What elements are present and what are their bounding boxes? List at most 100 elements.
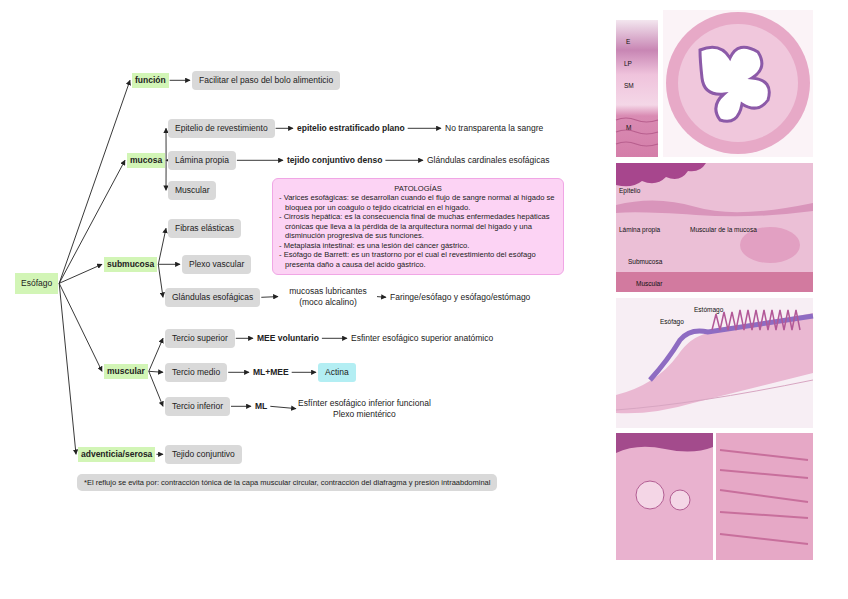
node-text: *El reflujo se evita por: contracción tó… [84,478,490,487]
node-text: Actina [325,367,349,378]
connector-arrow [231,406,251,407]
connector-arrow [59,80,130,283]
muscle-band [616,272,813,292]
result-text: Glándulas cardinales esofágicas [425,154,551,167]
micrograph-label: M [626,124,631,131]
link-text: MEE voluntario [255,332,321,345]
node-text: Tercio superior [172,333,228,344]
node-text: PATOLOGÍAS [279,184,557,193]
node-text: mucosa [130,155,162,166]
node-text: mucosas lubricantes (moco alcalino) [282,286,374,307]
connector-arrow [236,338,253,339]
connector-arrow [237,160,283,161]
lamina-propria-band [616,200,813,216]
connector-arrow [149,338,163,371]
epithelium-band [616,163,706,186]
micrograph-label: Muscular de la mucosa [690,226,757,233]
node-body-text: Plexo mientérico [298,409,431,420]
node-text: Glándulas esofágicas [172,292,253,303]
node-text: Esófago [21,278,52,289]
concept-box: Tercio inferior [165,397,230,416]
connector-arrow [166,128,167,160]
node-body-text: - Varices esofágicas: se desarrollan cua… [279,193,557,212]
connector-arrow [292,372,316,373]
root-box: Esófago [15,273,58,294]
category-label: función [132,73,169,88]
connector-arrow [166,160,167,190]
link-text: tejido conjuntivo denso [285,154,384,167]
result-text: Esfínter esofágico inferior funcionalPle… [298,398,431,419]
connector-arrow [149,371,163,372]
panel-ground [616,298,813,428]
connector-arrow [385,160,423,161]
result-text: mucosas lubricantes (moco alcalino) [280,285,376,308]
micrograph-label: Submucosa [628,258,662,265]
node-body-text: - Esófago de Barrett: es un trastorno po… [279,250,557,269]
node-text: ML+MEE [253,367,289,378]
category-label: mucosa [127,153,165,168]
highlight-box: Actina [318,363,356,382]
concept-box: Tercio medio [165,363,227,382]
node-text: Tercio inferior [172,401,223,412]
concept-box: Facilitar el paso del bolo alimenticio [192,71,340,90]
concept-box: Tejido conjuntivo [165,445,242,464]
link-text: epitelio estratificado plano [295,122,407,135]
concept-box: Tercio superior [165,329,235,348]
node-text: Glándulas cardinales esofágicas [427,155,549,166]
node-body-text: - Cirrosis hepática: es la consecuencia … [279,212,557,240]
connector-arrow [377,296,386,298]
node-text: Tercio medio [172,367,220,378]
concept-box: Glándulas esofágicas [165,288,260,307]
node-text: tejido conjuntivo denso [287,155,382,166]
connector-arrow [59,283,102,371]
node-text: submucosa [107,259,154,270]
result-text: Esfinter esofágico superior anatómico [349,332,495,345]
concept-box: Lámina propia [168,151,236,170]
node-text: muscular [107,366,145,377]
gastric-glands [712,310,800,330]
node-body-text: - Metaplasia intestinal: es una lesión d… [279,241,557,250]
micrograph-label: E [626,38,630,45]
gland-section [670,490,690,510]
footnote-box: *El reflujo se evita por: contracción tó… [77,474,497,491]
muscle-line [616,380,813,410]
note-box: PATOLOGÍAS- Varices esofágicas: se desar… [272,178,564,275]
node-text: ML [255,401,267,412]
panel-ground [663,10,813,157]
micrograph-label: Epitelio [619,187,640,194]
result-text: Faringe/esófago y esófago/estómago [388,291,532,304]
concept-box: Fibras elásticas [168,219,241,238]
connector-arrow [276,128,293,129]
node-text: MEE voluntario [257,333,319,344]
micrograph-label: Esófago [660,318,684,325]
node-text: Faringe/esófago y esófago/estómago [390,292,530,303]
micrograph-label: Lámina propia [619,226,660,233]
micrograph-label: SM [624,82,634,89]
esophagus-wall [666,12,810,154]
node-text: No transparenta la sangre [445,123,543,134]
node-text: adventicia/serosa [81,449,152,460]
panel-ground [616,163,813,292]
node-text: Muscular [175,185,209,196]
connector-arrow [322,338,347,339]
connector-arrow [156,454,163,455]
node-text: Epitelio de revestimiento [175,123,268,134]
connector-arrow [59,264,102,283]
node-text: Lámina propia [175,155,229,166]
epithelium-line [650,316,813,380]
concept-box: Plexo vascular [182,255,251,274]
node-text: Facilitar el paso del bolo alimenticio [199,75,333,86]
node-text: Tejido conjuntivo [172,449,235,460]
muscle-texture [616,118,658,146]
connector-arrow [149,371,163,406]
node-text: función [135,75,166,86]
muscle-fibers [720,450,808,544]
panel-ground [616,433,713,560]
link-text: ML+MEE [251,366,291,379]
concept-box: Epitelio de revestimiento [168,119,275,138]
micrograph-label: LP [624,60,632,67]
link-text: ML [253,400,269,413]
connector-arrow [158,228,166,264]
connector-arrow [270,406,296,408]
